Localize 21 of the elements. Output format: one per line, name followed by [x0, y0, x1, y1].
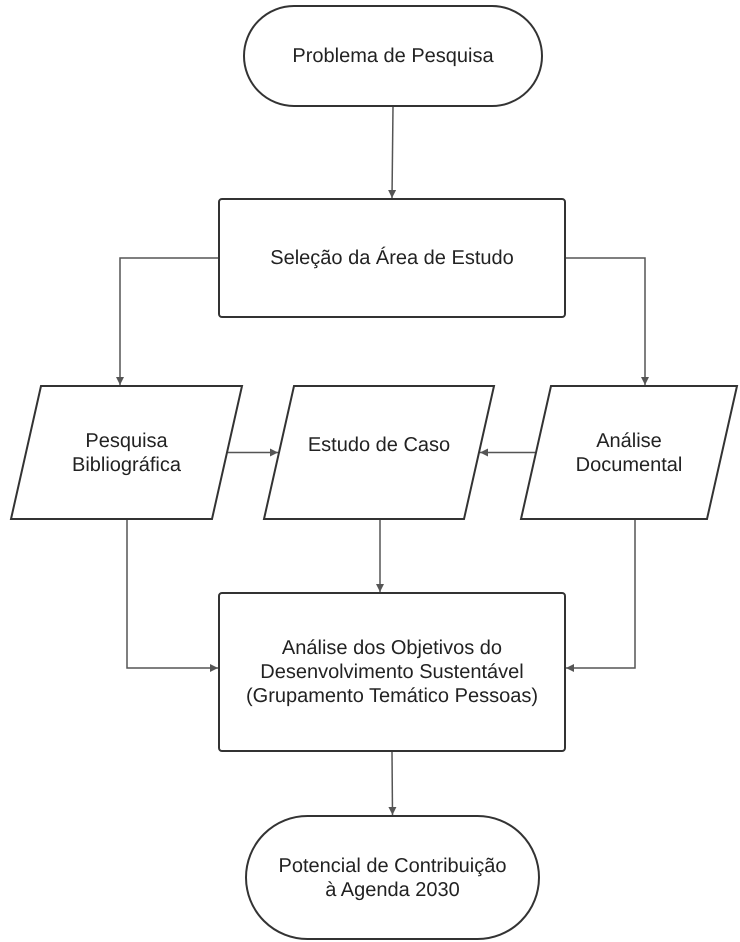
process-box: [218, 592, 566, 752]
arrow: [116, 257, 218, 385]
arrow: [566, 257, 649, 385]
data-parallelogram: [10, 385, 243, 520]
arrow: [388, 107, 396, 198]
arrow: [228, 448, 278, 456]
arrow: [566, 520, 636, 672]
arrow: [126, 520, 218, 672]
node-label: Pesquisa Bibliográfica: [71, 428, 182, 476]
node-label: Análise Documental: [574, 428, 684, 476]
arrow: [480, 448, 535, 456]
data-parallelogram: [263, 385, 495, 520]
node-label: Análise dos Objetivos do Desenvolvimento Sustentável (Grupamento Temático Pessoas): [245, 636, 539, 708]
node-label: Potencial de Contribuição à Agenda 2030: [278, 854, 508, 902]
arrow: [376, 520, 384, 592]
data-parallelogram: [520, 385, 738, 520]
node-label: Seleção da Área de Estudo: [270, 246, 514, 270]
arrow: [388, 752, 396, 815]
process-box: [218, 198, 566, 318]
node-label: Problema de Pesquisa: [292, 44, 494, 68]
node-label: Estudo de Caso: [308, 433, 450, 457]
